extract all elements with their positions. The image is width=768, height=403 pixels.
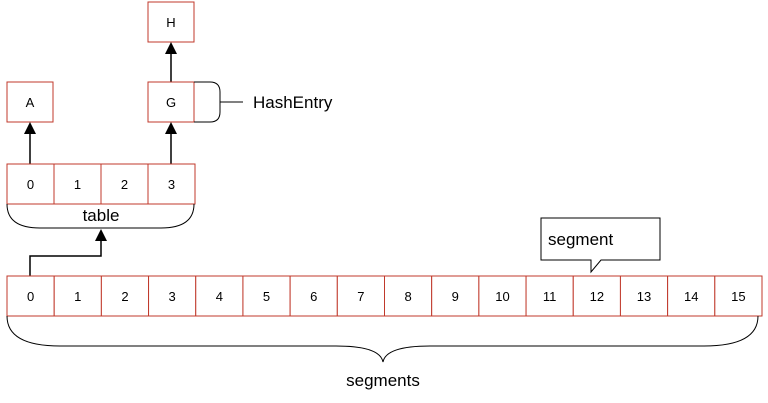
arrowhead-table3-to-g: [165, 122, 177, 134]
segment-cell-label: 14: [684, 289, 698, 304]
segments-brace: [6, 315, 759, 363]
table-bracket: [6, 203, 195, 229]
arrowhead-table0-to-a: [24, 122, 36, 134]
segment-cell: [289, 275, 338, 317]
segment-cell-label: 9: [452, 289, 459, 304]
segment-cell: [195, 275, 244, 317]
table-cell-label: 3: [168, 177, 175, 192]
segment-cell: [336, 275, 385, 317]
segment-cell-label: 3: [169, 289, 176, 304]
segment-cell-label: 0: [27, 289, 34, 304]
table-array: 0 1 2 3: [6, 163, 196, 205]
entry-g-label: G: [166, 95, 176, 110]
segment-cell-label: 12: [590, 289, 604, 304]
table-label: table: [83, 206, 120, 225]
segment-cell-label: 11: [543, 289, 557, 304]
segment-cell: [525, 275, 574, 317]
hashentry-brace: [194, 81, 221, 123]
arrow-segment0-to-table: [29, 240, 102, 276]
entry-g: G: [147, 81, 195, 123]
segment-cell: [714, 275, 763, 317]
segment-cell: [384, 275, 433, 317]
segment-cell-label: 13: [637, 289, 651, 304]
segment-callout-box: [540, 217, 661, 274]
segment-cell-label: 7: [357, 289, 364, 304]
entry-a: A: [6, 81, 54, 123]
segment-cell-label: 2: [121, 289, 128, 304]
arrowhead-segment0-to-table: [95, 229, 107, 241]
segment-cell-label: 10: [495, 289, 509, 304]
entry-h: H: [147, 1, 195, 43]
segment-cell: [148, 275, 197, 317]
segment-cell-label: 15: [731, 289, 745, 304]
segment-cell: [431, 275, 480, 317]
table-cell: [147, 163, 196, 205]
table-cell: [6, 163, 55, 205]
table-cell-label: 0: [27, 177, 34, 192]
table-cell: [100, 163, 149, 205]
entry-h-label: H: [166, 15, 175, 30]
segment-cell: [6, 275, 55, 317]
segment-cell: [667, 275, 716, 317]
segment-cell: [619, 275, 669, 317]
segments-label: segments: [346, 371, 420, 390]
segment-cell-label: 6: [310, 289, 317, 304]
arrowhead-g-to-h: [165, 42, 177, 54]
entry-a-label: A: [26, 95, 35, 110]
table-cell-label: 1: [74, 177, 81, 192]
segment-cell-label: 8: [404, 289, 411, 304]
table-cell-label: 2: [121, 177, 128, 192]
segment-cell: [478, 275, 527, 317]
segment-cell-label: 1: [74, 289, 81, 304]
segment-cell-label: 4: [216, 289, 223, 304]
segment-cell-label: 5: [263, 289, 270, 304]
segment-cell: [100, 275, 150, 317]
hashentry-label: HashEntry: [253, 93, 333, 112]
segment-callout-label: segment: [548, 230, 613, 249]
